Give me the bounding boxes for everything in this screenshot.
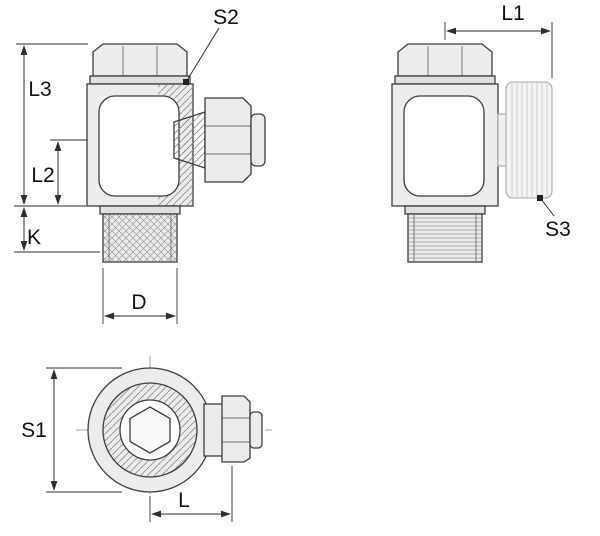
dimension-label-k: K [27, 226, 41, 249]
bottom-port-tip [249, 411, 263, 449]
bottom-view-dimensions: S1 L [21, 367, 233, 522]
side-stud-threads [409, 215, 481, 261]
bottom-hex-socket [129, 406, 171, 454]
front-stud-threads [104, 215, 176, 261]
dimension-label-s3: S3 [545, 218, 571, 241]
dimension-label-l1: L1 [501, 2, 524, 25]
side-ring-ribs [511, 83, 548, 197]
front-washer [89, 75, 191, 85]
front-hex-nut [92, 43, 188, 77]
side-stud-collar [404, 205, 486, 215]
dimension-label-d: D [131, 291, 146, 314]
front-banjo-window [98, 95, 180, 197]
side-washer [394, 75, 496, 85]
dimension-label-s1: S1 [21, 419, 47, 442]
dimension-label-l3: L3 [28, 78, 51, 101]
bottom-port-neck [203, 403, 225, 457]
side-view-dimensions: L1 S3 [444, 2, 571, 241]
side-hex-nut [397, 43, 493, 77]
leader-s2 [185, 27, 220, 83]
dimension-label-s2: S2 [213, 6, 239, 29]
leader-s3-target [537, 195, 543, 201]
side-serrated-ring [505, 81, 553, 199]
side-view [391, 43, 553, 263]
front-view-dimensions: L3 L2 K D S2 [14, 6, 239, 324]
dimension-label-l: L [178, 489, 190, 512]
front-port-tip [250, 113, 266, 167]
bottom-view [76, 356, 272, 504]
dimension-label-l2: L2 [31, 164, 54, 187]
bottom-port-nut [221, 395, 251, 463]
side-banjo-window [403, 95, 485, 197]
leader-s3 [540, 198, 555, 217]
front-port-nut [204, 97, 252, 183]
front-stud-collar [99, 205, 181, 215]
front-bore-cone [173, 111, 206, 169]
leader-s2-target [183, 79, 189, 85]
front-view [86, 43, 266, 263]
